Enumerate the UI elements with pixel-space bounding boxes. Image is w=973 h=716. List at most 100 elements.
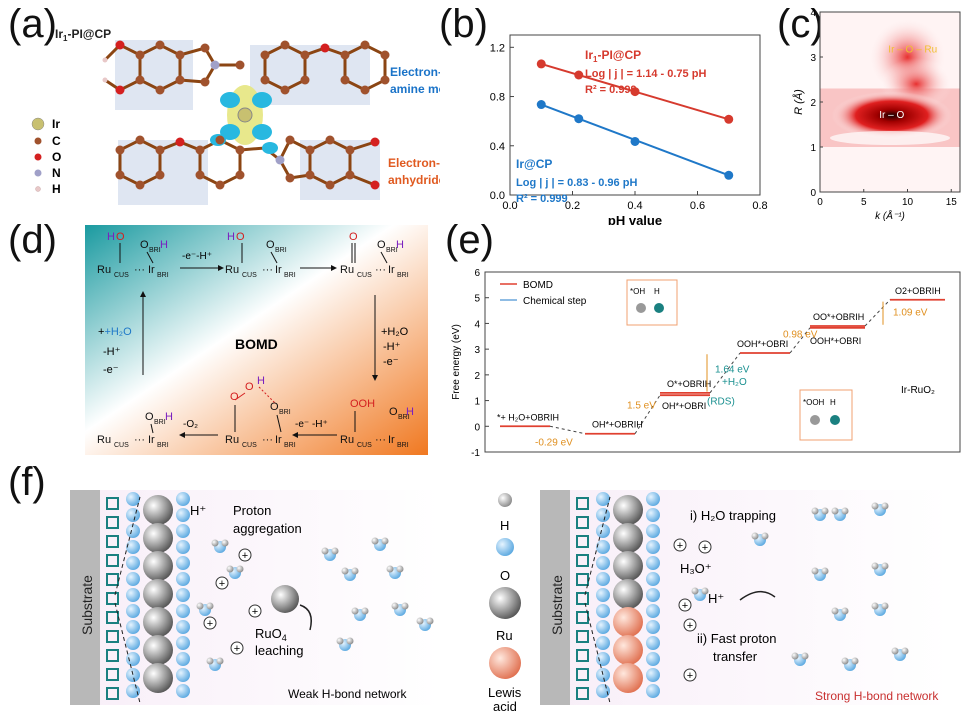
proton-plus-3 [248, 604, 262, 618]
right-substrate-square-6 [576, 611, 589, 624]
right-o-outer-9 [646, 636, 660, 650]
right-substrate-square-0 [576, 497, 589, 510]
left-o-inner-10 [126, 652, 140, 666]
svg-text:H: H [406, 406, 414, 418]
right-o-outer-10 [646, 652, 660, 666]
atom-25 [360, 85, 370, 95]
svg-text:Ru: Ru [97, 434, 111, 446]
svg-text:Ir: Ir [275, 434, 282, 446]
proton-plus-sign-2: + [207, 618, 213, 630]
svg-text:O: O [349, 231, 358, 243]
atom-6 [200, 43, 210, 53]
legend-lewis-ball [489, 647, 521, 679]
svg-text:O: O [230, 391, 239, 403]
left-substrate-square-0 [106, 497, 119, 510]
atom-32 [115, 170, 125, 180]
water-h1-18 [831, 607, 839, 615]
right-o-outer-7 [646, 604, 660, 618]
ruo4-label: RuO4 [255, 626, 287, 643]
proton-plus-7 [683, 618, 697, 632]
svg-text:BRI: BRI [386, 247, 398, 254]
legend-o-ball [496, 538, 514, 556]
proton-plus-5 [673, 538, 687, 552]
connector-3 [789, 327, 811, 354]
legend-o-dot [34, 153, 42, 161]
svg-text:BRI: BRI [157, 442, 169, 449]
legend-o-label: O [52, 150, 61, 164]
atom-9 [115, 40, 125, 50]
proton-plus-sign-3: + [252, 606, 258, 618]
chart-e-ylabel: Free energy (eV) [451, 324, 462, 400]
right-o-outer-1 [646, 508, 660, 522]
water-h2-11 [426, 617, 434, 625]
series-0-equation: Log | j | = 1.14 - 0.75 pH [585, 68, 706, 80]
point-0-0 [536, 59, 546, 69]
water-h1-3 [206, 657, 214, 665]
water-h2-22 [901, 647, 909, 655]
left-o-outer-3 [176, 540, 190, 554]
right-o-inner-3 [596, 540, 610, 554]
panel-label-e: (e) [445, 218, 494, 262]
water-h1-14 [831, 507, 839, 515]
series-1-equation: Log | j | = 0.83 - 0.96 pH [516, 177, 637, 189]
atom-47 [285, 135, 295, 145]
c-ytick-label-1: 1 [810, 143, 816, 154]
water-h1-13 [751, 532, 759, 540]
bomd-center-label: BOMD [235, 336, 278, 352]
left-o-outer-8 [176, 620, 190, 634]
left-o-outer-10 [176, 652, 190, 666]
proton-plus-sign-8: + [687, 670, 693, 682]
svg-text:O: O [145, 411, 154, 423]
atom-42 [325, 135, 335, 145]
svg-text:BRI: BRI [154, 419, 166, 426]
svg-text:···: ··· [262, 264, 273, 276]
right-metal-atom-0 [613, 495, 643, 525]
series-1-name: Ir@CP [516, 157, 552, 171]
svg-text:BRI: BRI [284, 442, 296, 449]
atom-13 [235, 60, 245, 70]
legend-lewis-line2: acid [493, 699, 517, 711]
atom-38 [215, 180, 225, 190]
atom-17 [300, 75, 310, 85]
atom-44 [345, 170, 355, 180]
svg-text:O: O [116, 231, 125, 243]
panel-label-d: (d) [8, 218, 57, 262]
water-h1-11 [416, 617, 424, 625]
atom-50 [370, 180, 380, 190]
svg-text:-e⁻: -e⁻ [383, 356, 399, 368]
left-o-inner-8 [126, 620, 140, 634]
xtick-label-2: 0.4 [627, 200, 642, 212]
point-1-1 [574, 114, 584, 124]
energy-label-5: 0.98 eV [783, 330, 818, 341]
energy-label-3: +H₂O [722, 377, 747, 388]
step-1-label: -e⁻-H⁺ [182, 251, 212, 262]
proton-plus-0 [238, 548, 252, 562]
water-h2-4 [331, 547, 339, 555]
atom-7 [200, 77, 210, 87]
heat-band-white [830, 131, 950, 145]
fast-proton-line1: ii) Fast proton [697, 631, 776, 646]
energy-label-0: -0.29 eV [535, 438, 573, 449]
step-2-labels: +H₂O -H⁺ -e⁻ [381, 326, 409, 368]
water-h1-1 [226, 565, 234, 573]
right-o-inner-6 [596, 588, 610, 602]
strong-hbond-label: Strong H-bond network [815, 689, 939, 703]
svg-text:H: H [165, 411, 173, 423]
electron-rich-label: Electron-rich [390, 65, 440, 79]
proton-plus-sign-4: + [234, 643, 240, 655]
water-h1-0 [211, 539, 219, 547]
left-o-inner-7 [126, 604, 140, 618]
right-metal-atom-5 [613, 635, 643, 665]
svg-text:++H₂O: ++H₂O [98, 326, 132, 338]
right-substrate-square-4 [576, 573, 589, 586]
water-h2-3 [216, 657, 224, 665]
right-o-outer-3 [646, 540, 660, 554]
right-o-inner-2 [596, 524, 610, 538]
right-substrate-square-8 [576, 649, 589, 662]
right-o-inner-9 [596, 636, 610, 650]
atom-27 [115, 145, 125, 155]
atom-40 [275, 155, 285, 165]
atom-30 [155, 170, 165, 180]
